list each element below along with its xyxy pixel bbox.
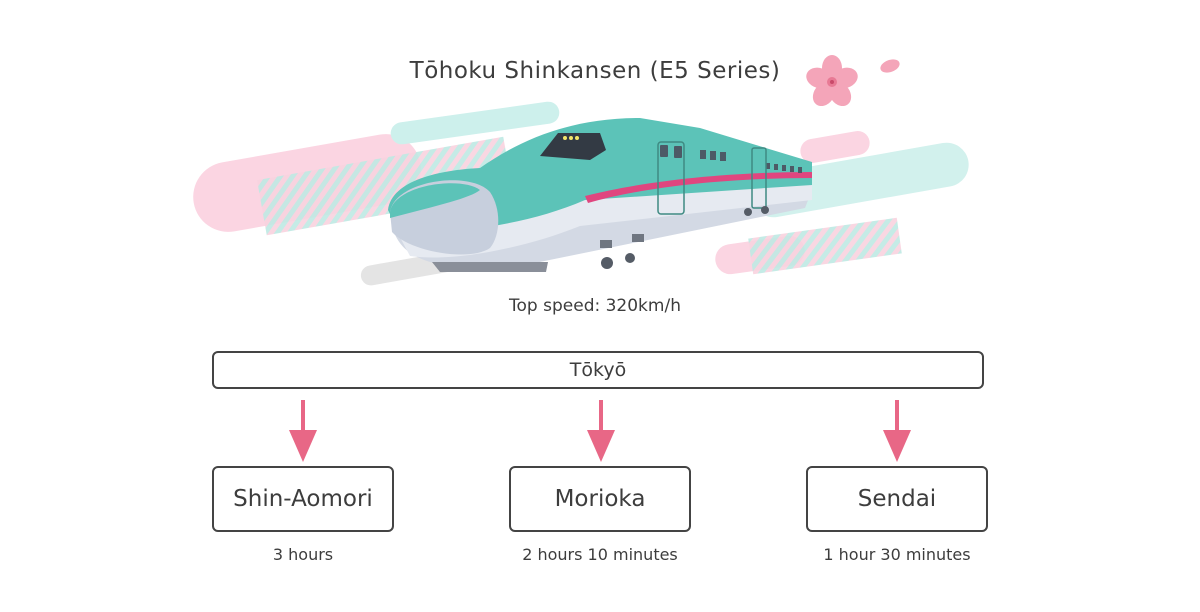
- travel-time-shin-aomori: 3 hours: [272, 545, 334, 564]
- train-illustration: [193, 55, 969, 286]
- down-arrow-icon: [289, 400, 317, 462]
- page-title: Tōhoku Shinkansen (E5 Series): [409, 58, 781, 84]
- travel-time-sendai: 1 hour 30 minutes: [823, 545, 971, 564]
- cherry-blossom-icon: [806, 55, 858, 107]
- travel-time-morioka: 2 hours 10 minutes: [522, 545, 678, 564]
- down-arrow-icon: [883, 400, 911, 462]
- top-speed-label: Top speed: 320km/h: [509, 296, 681, 316]
- origin-station-box: Tōkyō: [212, 351, 984, 389]
- down-arrow-icon: [587, 400, 615, 462]
- destination-box-morioka: Morioka: [509, 466, 691, 532]
- destination-box-sendai: Sendai: [806, 466, 988, 532]
- destination-box-shin-aomori: Shin-Aomori: [212, 466, 394, 532]
- bullet-train-illustration: [388, 118, 812, 272]
- cherry-petal-icon: [880, 59, 900, 73]
